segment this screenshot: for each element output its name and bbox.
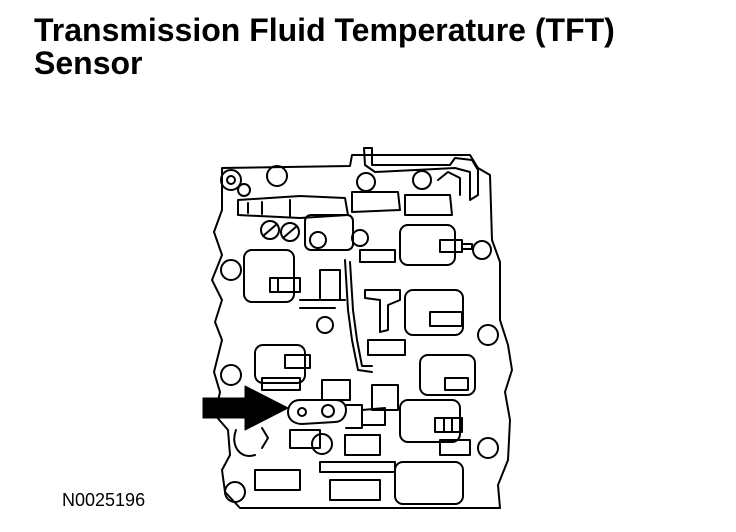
bolt-hole [237, 183, 251, 197]
bolt-hole [316, 316, 334, 334]
connectors [261, 239, 473, 456]
solenoid [399, 224, 456, 266]
lower-passages [233, 427, 396, 501]
screw [260, 220, 280, 240]
bolt-hole [351, 229, 369, 247]
figure-title-line-2: Sensor [34, 45, 143, 81]
solenoid [304, 214, 354, 251]
top-pipe [363, 147, 479, 201]
tft-sensor [287, 399, 386, 429]
bolt-hole [477, 437, 499, 459]
solenoid [254, 344, 306, 384]
solenoid [394, 461, 464, 505]
bolt-hole [220, 364, 242, 386]
solenoid [419, 354, 476, 396]
valve-bores [237, 171, 461, 219]
solenoids [243, 214, 476, 505]
bolt-hole [226, 175, 236, 185]
solenoid [243, 249, 295, 303]
figure-title: Transmission Fluid Temperature (TFT) Sen… [34, 14, 615, 80]
solenoid [399, 399, 461, 443]
bolt-hole [309, 231, 327, 249]
bolt-hole [266, 165, 288, 187]
bolt-hole [224, 481, 246, 503]
bolt-hole [220, 259, 242, 281]
wiring-harness [299, 249, 406, 411]
valve-body-outline [211, 154, 513, 509]
bolt-hole [472, 240, 492, 260]
figure-title-line-1: Transmission Fluid Temperature (TFT) [34, 12, 615, 48]
bolt-holes [220, 165, 499, 503]
bolt-hole [477, 324, 499, 346]
screw [280, 222, 300, 242]
bolt-hole [220, 169, 242, 191]
bolt-hole [412, 170, 432, 190]
callout-arrow [202, 385, 289, 431]
bolt-hole [356, 172, 376, 192]
slotted-screws [260, 220, 300, 242]
tft-sensor-hole [321, 404, 335, 418]
tft-sensor-bracket [287, 399, 347, 425]
figure-reference-number: N0025196 [62, 490, 146, 510]
tft-sensor-hole [297, 407, 307, 417]
